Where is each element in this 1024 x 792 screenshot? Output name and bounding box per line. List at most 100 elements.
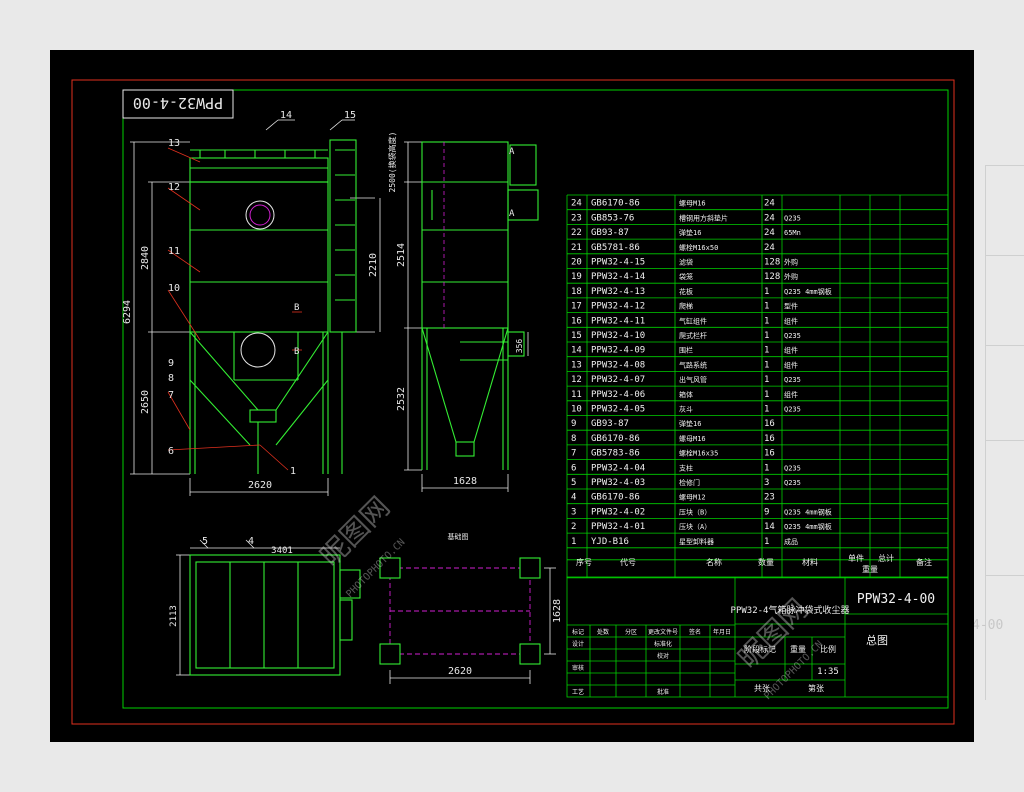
row-number: 16 [571,316,582,326]
scale-value: 1:35 [817,667,839,677]
background-line [985,440,1024,441]
row-qty: 128 [764,258,780,268]
header-name: 名称 [706,557,722,567]
row-material: Q235 4mm钢板 [784,287,832,296]
row-qty: 1 [764,346,769,356]
drawing-title: 总图 [866,633,888,647]
date-label: 年月日 [713,628,731,636]
row-number: 7 [571,449,576,459]
front-view-dimension-lines [130,119,381,496]
row-name: 压块（A） [679,522,711,531]
row-qty: 24 [764,199,775,209]
row-code: GB93-87 [591,228,629,238]
row-code: GB6170-86 [591,493,640,503]
foundation-title: 基础图 [448,532,469,541]
row-name: 气缸组件 [679,316,707,325]
row-name: 星型卸料器 [679,537,714,546]
row-code: PPW32-4-14 [591,272,645,282]
part-number-label: 14 [280,110,292,121]
row-material: Q235 [784,214,801,222]
row-material: Q235 4mm钢板 [784,522,832,531]
row-number: 19 [571,272,582,282]
check-label: 校对 [657,652,669,660]
row-material: 65Mn [784,229,801,237]
row-name: 螺栓M16x35 [679,449,718,458]
row-name: 弹垫16 [679,419,701,428]
row-material: 组件 [784,360,798,369]
header-material: 材料 [802,557,818,567]
foundation-width-dimension: 2620 [448,666,472,677]
row-qty: 1 [764,537,769,547]
row-material: 外购 [784,272,798,281]
row-code: GB853-76 [591,213,634,223]
plan-view: 2113 3401 5 4 [169,536,361,676]
row-name: 压块（B） [679,507,711,516]
row-name: 气路系统 [679,360,707,369]
top-clearance-dimension: 2500(换袋高度) [387,132,397,193]
row-number: 1 [571,537,576,547]
row-code: PPW32-4-08 [591,360,645,370]
mark-label: 标记 [572,628,584,636]
scale-label: 比例 [820,644,836,654]
change-doc-label: 更改文件号 [648,628,678,636]
parts-list-header: 序号 代号 名称 数量 材料 单件 总计 重量 备注 [576,553,932,574]
drawing-number: PPW32-4-00 [857,592,935,607]
row-number: 4 [571,493,576,503]
row-qty: 24 [764,213,775,223]
part-number-label: 12 [168,182,180,193]
row-number: 6 [571,463,576,473]
row-name: 螺栓M16x50 [679,243,718,252]
row-name: 爬式栏杆 [679,331,707,340]
header-total-weight: 总计 [878,553,894,563]
row-name: 槽钢用方斜垫片 [679,213,728,222]
row-qty: 24 [764,243,775,253]
row-code: PPW32-4-07 [591,375,645,385]
row-qty: 1 [764,331,769,341]
front-view-leader-lines [167,147,302,471]
plan-view-dimension-lines [176,539,340,676]
background-line [985,345,1024,346]
row-code: PPW32-4-02 [591,507,645,517]
foundation-pads [379,557,541,665]
row-qty: 1 [764,302,769,312]
header-code: 代号 [620,557,636,567]
design-label: 设计 [572,640,584,648]
front-view-body-lines [189,139,357,474]
row-material: 型件 [784,302,798,311]
row-name: 爬梯 [679,302,693,311]
front-view-outlet-circle [245,200,275,230]
outlet-dimension: 356 [515,339,524,354]
foundation-dashed-outline [389,567,531,655]
cad-drawing: PPW32-4-00 [71,79,955,725]
row-material: 组件 [784,346,798,355]
row-code: PPW32-4-10 [591,331,645,341]
row-number: 23 [571,213,582,223]
row-code: GB5781-86 [591,243,640,253]
row-qty: 14 [764,522,775,532]
drawing-number-box: PPW32-4-00 [122,89,234,119]
row-qty: 9 [764,507,769,517]
width-dimension: 2620 [248,480,272,491]
title-block: PPW32-4气箱脉冲袋式收尘器 PPW32-4-00 总图 阶段标记 重量 比… [566,576,949,698]
part-number-label: 10 [168,283,180,294]
row-qty: 23 [764,493,775,503]
part-number-label: 1 [290,466,296,477]
row-number: 24 [571,199,582,209]
part-number-label: 13 [168,138,180,149]
row-qty: 1 [764,390,769,400]
row-code: PPW32-4-12 [591,302,645,312]
side-width-dimension: 1628 [453,476,477,487]
part-number-label: 4 [248,536,254,547]
header-unit-weight: 单件 [848,553,864,563]
row-code: GB6170-86 [591,434,640,444]
row-qty: 128 [764,272,780,282]
review-label: 审核 [572,664,584,672]
row-name: 箱体 [679,390,693,399]
part-number-label: 6 [168,446,174,457]
total-sheets-label: 共张 [754,684,770,693]
part-number-label: 11 [168,246,180,257]
row-qty: 1 [764,463,769,473]
row-code: PPW32-4-03 [591,478,645,488]
